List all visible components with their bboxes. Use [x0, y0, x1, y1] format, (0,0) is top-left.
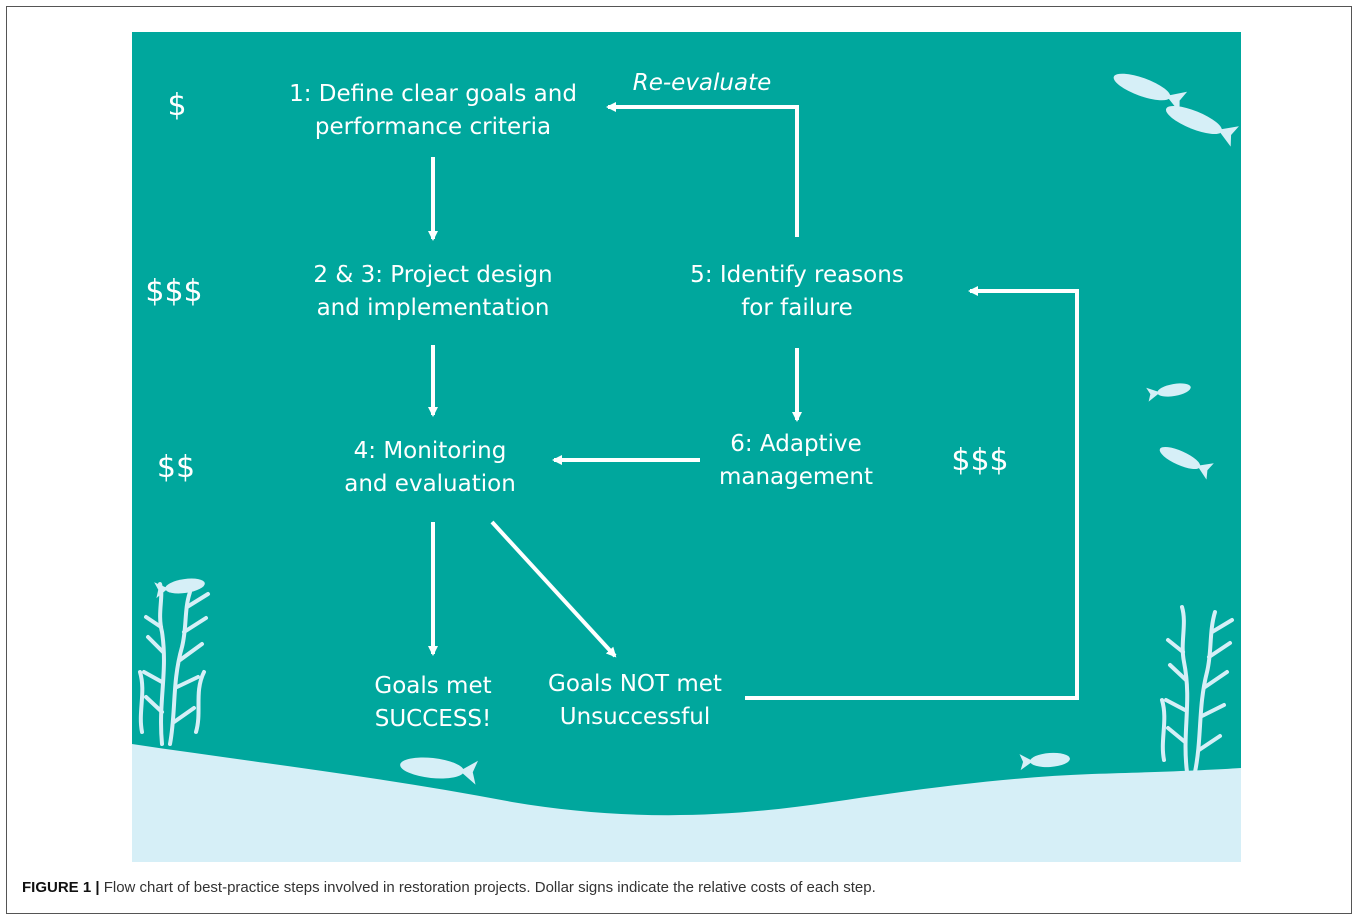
step6-line2: management [718, 464, 874, 490]
step1-line1: 1: Define clear goals and [289, 81, 577, 107]
seabed-sand [132, 744, 1241, 862]
fish-icon [1159, 447, 1214, 480]
arrow-reevaluate-to-step1 [606, 102, 799, 237]
arrow-step4-to-fail [490, 520, 617, 658]
success-line1: Goals met [374, 673, 492, 699]
fish-icon [1146, 383, 1191, 402]
figure-caption: FIGURE 1 | Flow chart of best-practice s… [22, 879, 1352, 896]
fish-icon [1165, 106, 1239, 147]
kelp-right [1160, 605, 1234, 774]
cost-step1: $ [167, 88, 187, 123]
fish-icon [1019, 752, 1070, 771]
cost-step23: $$$ [145, 274, 203, 309]
cost-step4: $$ [156, 450, 196, 485]
reevaluate-label: Re-evaluate [632, 70, 772, 96]
step23-line2: and implementation [316, 295, 550, 321]
step6-line1: 6: Adaptive [730, 431, 862, 457]
step23-box: 2 & 3: Project design and implementation [313, 259, 552, 325]
fish-icon [400, 757, 479, 785]
success-box: Goals met SUCCESS! [374, 670, 491, 736]
step4-line1: 4: Monitoring [353, 438, 507, 464]
success-line2: SUCCESS! [374, 706, 492, 732]
step1-line2: performance criteria [314, 114, 552, 140]
kelp-left [138, 582, 210, 746]
step5-box: 5: Identify reasons for failure [690, 259, 904, 325]
fail-line2: Unsuccessful [559, 704, 711, 730]
step5-line2: for failure [741, 295, 853, 321]
caption-label: FIGURE 1 | [22, 879, 100, 896]
step23-line1: 2 & 3: Project design [313, 262, 553, 288]
arrow-fail-loop-to-step5 [745, 286, 1079, 700]
fish-icon [1113, 73, 1188, 113]
fish-group [154, 73, 1239, 785]
diagram-graphics [132, 73, 1241, 862]
fail-line1: Goals NOT met [548, 671, 722, 697]
step1-box: 1: Define clear goals and performance cr… [289, 78, 577, 144]
caption-text: Flow chart of best-practice steps involv… [99, 879, 876, 896]
diagram-panel: 1: Define clear goals and performance cr… [132, 32, 1241, 862]
cost-loop: $$$ [951, 443, 1009, 478]
step4-box: 4: Monitoring and evaluation [344, 435, 516, 501]
figure-frame: 1: Define clear goals and performance cr… [6, 6, 1352, 914]
step5-line1: 5: Identify reasons [690, 262, 904, 288]
flow-arrows [428, 102, 1079, 700]
step4-line2: and evaluation [344, 471, 516, 497]
step6-box: 6: Adaptive management [719, 428, 873, 494]
fail-box: Goals NOT met Unsuccessful [548, 668, 722, 734]
